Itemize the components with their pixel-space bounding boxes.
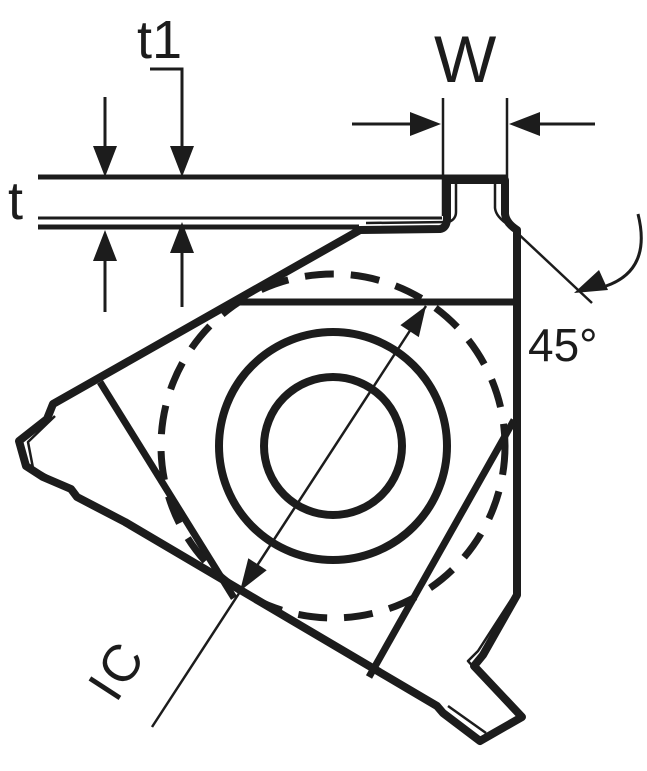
- chamfer-angle-arc: [605, 213, 643, 288]
- left-tooth-bevel-line: [97, 380, 237, 600]
- top-tooth-inner-edge-left: [365, 182, 458, 225]
- ic-label: IC: [77, 630, 157, 710]
- t-label: t: [8, 171, 23, 231]
- w-arrowhead-left: [410, 112, 441, 136]
- left-tooth-inner-edge: [26, 415, 71, 491]
- bottom-tooth-bevel-line: [365, 418, 518, 679]
- ic-arrowhead-upper: [400, 306, 426, 338]
- chamfer-arc-arrowhead: [574, 270, 608, 293]
- t-up-arrowhead: [93, 230, 117, 261]
- w-label: W: [434, 22, 497, 96]
- inscribed-circle-dashed: [157, 270, 509, 622]
- bottom-tooth-inner-edge-lower: [447, 704, 487, 735]
- bottom-tooth-inner-edge-upper: [466, 599, 515, 713]
- chamfer-angle-label: 45°: [528, 319, 598, 371]
- t1-down-arrowhead: [170, 146, 194, 177]
- center-hole: [260, 373, 406, 519]
- w-arrowhead-right: [509, 112, 540, 136]
- t1-label: t1: [137, 10, 182, 70]
- t1-up-arrowhead: [170, 222, 194, 253]
- t1-leader-line: [150, 67, 184, 147]
- hole-counterbore-ring: [215, 328, 451, 564]
- ic-arrowhead-lower: [240, 558, 267, 591]
- top-tooth-inner-edge-right: [493, 182, 513, 229]
- t-down-arrowhead: [93, 146, 117, 177]
- ic-dimension-line: [150, 305, 428, 728]
